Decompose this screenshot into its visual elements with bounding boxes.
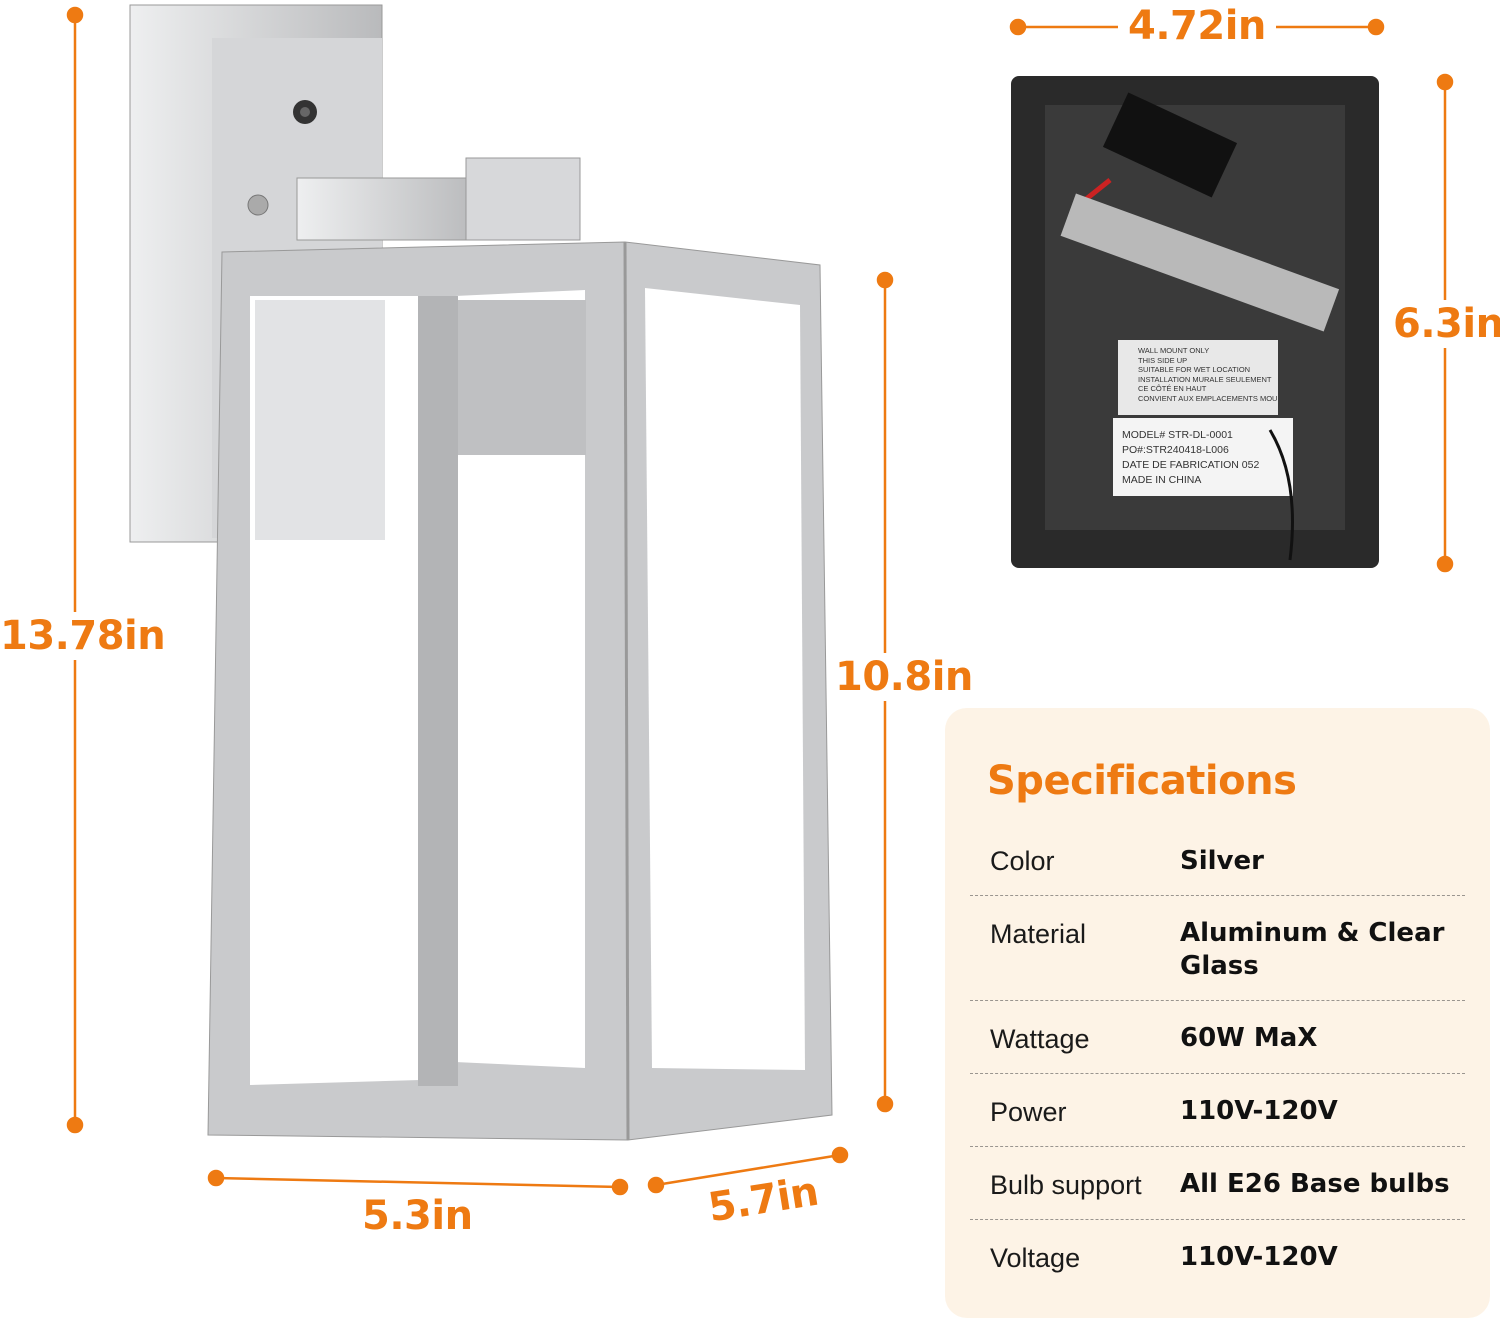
specifications-card: Specifications Color Silver Material Alu… xyxy=(945,708,1490,1318)
spec-value: Silver xyxy=(1180,846,1264,876)
spec-value: Aluminum & Clear Glass xyxy=(1180,918,1445,981)
dimension-lines xyxy=(66,6,1454,1196)
label-line: THIS SIDE UP xyxy=(1138,355,1188,365)
spec-value: 60W MaX xyxy=(1180,1023,1318,1053)
model-number: MODEL# STR-DL-0001 xyxy=(1122,429,1233,441)
spec-row: Bulb support All E26 Base bulbs xyxy=(970,1146,1465,1220)
backplate-photo xyxy=(1011,76,1379,568)
label-line: INSTALLATION MURALE SEULEMENT xyxy=(1138,374,1272,384)
country-of-origin: MADE IN CHINA xyxy=(1122,474,1202,486)
po-number: PO#:STR240418-L006 xyxy=(1122,444,1229,456)
spec-key: Wattage xyxy=(990,1024,1090,1054)
spec-value: 110V-120V xyxy=(1180,1096,1338,1126)
spec-key: Voltage xyxy=(990,1243,1081,1273)
lantern-height-label: 10.8in xyxy=(835,653,973,701)
spec-key: Material xyxy=(990,919,1087,949)
spec-value: All E26 Base bulbs xyxy=(1180,1169,1450,1199)
spec-row: Wattage 60W MaX xyxy=(970,1000,1465,1074)
spec-row: Color Silver xyxy=(970,828,1465,896)
spec-value: 110V-120V xyxy=(1180,1242,1338,1272)
spec-row: Material Aluminum & Clear Glass xyxy=(970,895,1465,1001)
spec-key: Bulb support xyxy=(990,1170,1142,1200)
spec-row: Voltage 110V-120V xyxy=(970,1219,1465,1292)
label-line: WALL MOUNT ONLY xyxy=(1138,346,1210,355)
backplate-model-label: MODEL# STR-DL-0001 PO#:STR240418-L006 DA… xyxy=(1122,428,1292,488)
backplate-height-label: 6.3in xyxy=(1393,300,1500,348)
spec-row: Power 110V-120V xyxy=(970,1073,1465,1147)
specifications-title: Specifications xyxy=(987,758,1297,804)
wall-lantern xyxy=(129,4,833,1141)
backplate-warning-label: WALL MOUNT ONLY THIS SIDE UP SUITABLE FO… xyxy=(1138,346,1278,403)
spec-key: Color xyxy=(990,846,1055,876)
label-line: SUITABLE FOR WET LOCATION xyxy=(1138,365,1251,374)
spec-key: Power xyxy=(990,1097,1067,1127)
manufacture-date: DATE DE FABRICATION 052 xyxy=(1122,459,1260,471)
label-line: CONVIENT AUX EMPLACEMENTS MOUILLÉS xyxy=(1138,393,1278,403)
overall-height-label: 13.78in xyxy=(0,612,166,660)
width-label: 5.3in xyxy=(362,1193,473,1239)
backplate-width-label: 4.72in xyxy=(1118,6,1276,46)
label-line: CE CÔTÉ EN HAUT xyxy=(1138,384,1207,393)
